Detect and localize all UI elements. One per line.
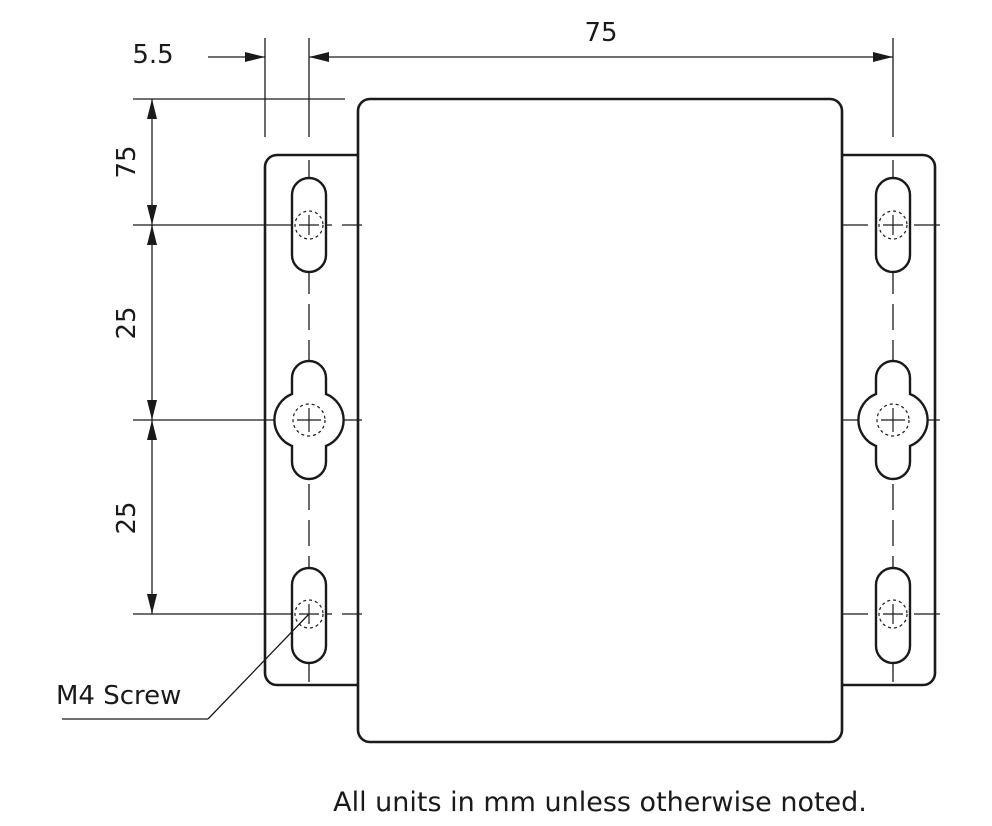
dimension-top-width [309, 52, 893, 62]
dimension-top-vertical-label: 75 [112, 145, 142, 178]
dimension-middle-vertical-label: 25 [112, 306, 142, 339]
slot-left-middle [273, 359, 345, 481]
enclosure-body [356, 97, 844, 744]
slot-left-top [290, 176, 328, 274]
screw-callout-label: M4 Screw [56, 681, 181, 711]
dimension-top-width-label: 75 [584, 18, 617, 48]
screw-leader-line [62, 613, 310, 720]
units-note: All units in mm unless otherwise noted. [333, 787, 867, 818]
dimension-left-offset-label: 5.5 [132, 40, 173, 70]
dimension-vertical-chain [147, 99, 157, 614]
slot-right-bottom [874, 566, 912, 665]
slot-right-top [874, 176, 912, 274]
slot-right-middle [857, 359, 929, 481]
extension-lines [133, 38, 894, 615]
dimension-left-offset [208, 52, 265, 62]
slot-left-bottom [290, 566, 328, 665]
dimension-bottom-vertical-label: 25 [112, 501, 142, 534]
